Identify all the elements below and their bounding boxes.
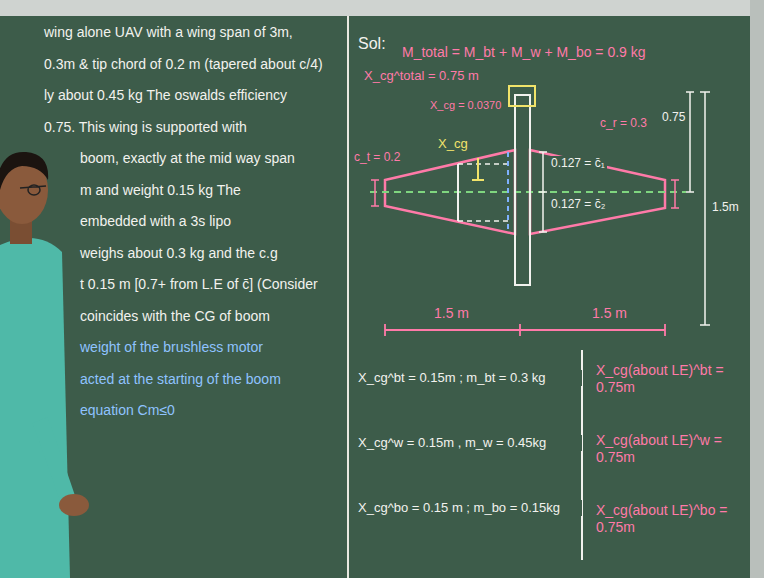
problem-text-line: acted at the starting of the boom xyxy=(78,371,283,388)
span-dimension xyxy=(385,324,665,336)
problem-text-line: weighs about 0.3 kg and the c.g xyxy=(78,245,280,262)
cg-symbol: X_cg xyxy=(436,136,470,152)
solution-heading: Sol: xyxy=(356,34,388,53)
chord-line xyxy=(458,163,508,165)
chord-bracket xyxy=(539,152,547,232)
problem-text-line: embedded with a 3s lipo xyxy=(78,213,233,230)
cg-value: X_cg = 0.0370 xyxy=(428,99,503,112)
quarter-chord-line xyxy=(507,152,509,232)
dimension-label: 0.75 xyxy=(660,110,687,124)
tip-chord-label: c_t = 0.2 xyxy=(352,150,402,164)
chord-line xyxy=(458,220,508,222)
problem-text-line: ly about 0.45 kg The oswalds efficiency xyxy=(42,87,289,104)
wing-centerline xyxy=(370,191,686,193)
cg-mass-line: X_cg^w = 0.15m , m_w = 0.45kg xyxy=(356,435,582,451)
tip-dimension xyxy=(371,180,379,206)
chord-value: 0.127 = c̄₂ xyxy=(549,197,607,211)
dimension-label: 1.5m xyxy=(710,200,741,214)
dimension-label: 1.5 m xyxy=(590,305,629,322)
boom xyxy=(515,95,530,285)
problem-text-line: t 0.15 m [0.7+ from L.E of c̄] (Consider xyxy=(78,276,320,293)
person-hair xyxy=(0,152,48,190)
cg-marker xyxy=(472,158,484,180)
person-glasses xyxy=(20,185,46,195)
problem-text-line: coincides with the CG of boom xyxy=(78,308,272,325)
problem-text-line: 0.3m & tip chord of 0.2 m (tapered about… xyxy=(42,56,325,73)
tip-dimension xyxy=(671,180,679,208)
span-dimension xyxy=(700,92,710,325)
cg-mass-line: X_cg^bt = 0.15m ; m_bt = 0.3 kg xyxy=(356,370,582,386)
dimension-label: 1.5 m xyxy=(432,305,471,322)
cg-about-le-line: X_cg(about LE)^w = 0.75m xyxy=(594,432,748,466)
half-dimension xyxy=(686,92,694,192)
cg-equation: X_cg^total = 0.75 m xyxy=(362,68,481,84)
board-frame xyxy=(750,0,764,578)
problem-text-line: equation Cm≤0 xyxy=(78,402,177,419)
person-hand xyxy=(59,494,89,516)
mass-equation: M_total = M_bt + M_w + M_bo = 0.9 kg xyxy=(400,44,648,61)
motor-square xyxy=(509,86,535,106)
person-shirt xyxy=(0,238,70,578)
cg-about-le-line: X_cg(about LE)^bt = 0.75m xyxy=(594,362,748,396)
root-chord-label: c_r = 0.3 xyxy=(598,116,649,130)
person-arm xyxy=(40,420,68,500)
problem-text-line: boom, exactly at the mid way span xyxy=(78,150,297,167)
cg-about-le-line: X_cg(about LE)^bo = 0.75m xyxy=(594,502,748,536)
chord-value: 0.127 = c̄₁ xyxy=(549,156,607,170)
chord-line xyxy=(457,164,459,221)
board-frame xyxy=(0,0,764,16)
problem-text-line: weight of the brushless motor xyxy=(78,339,265,356)
problem-text-line: m and weight 0.15 kg The xyxy=(78,182,243,199)
cg-mass-line: X_cg^bo = 0.15 m ; m_bo = 0.15kg xyxy=(356,500,582,516)
problem-text-line: 0.75. This wing is supported with xyxy=(42,119,249,136)
board-divider xyxy=(347,16,349,578)
problem-text-line: wing alone UAV with a wing span of 3m, xyxy=(42,24,295,41)
